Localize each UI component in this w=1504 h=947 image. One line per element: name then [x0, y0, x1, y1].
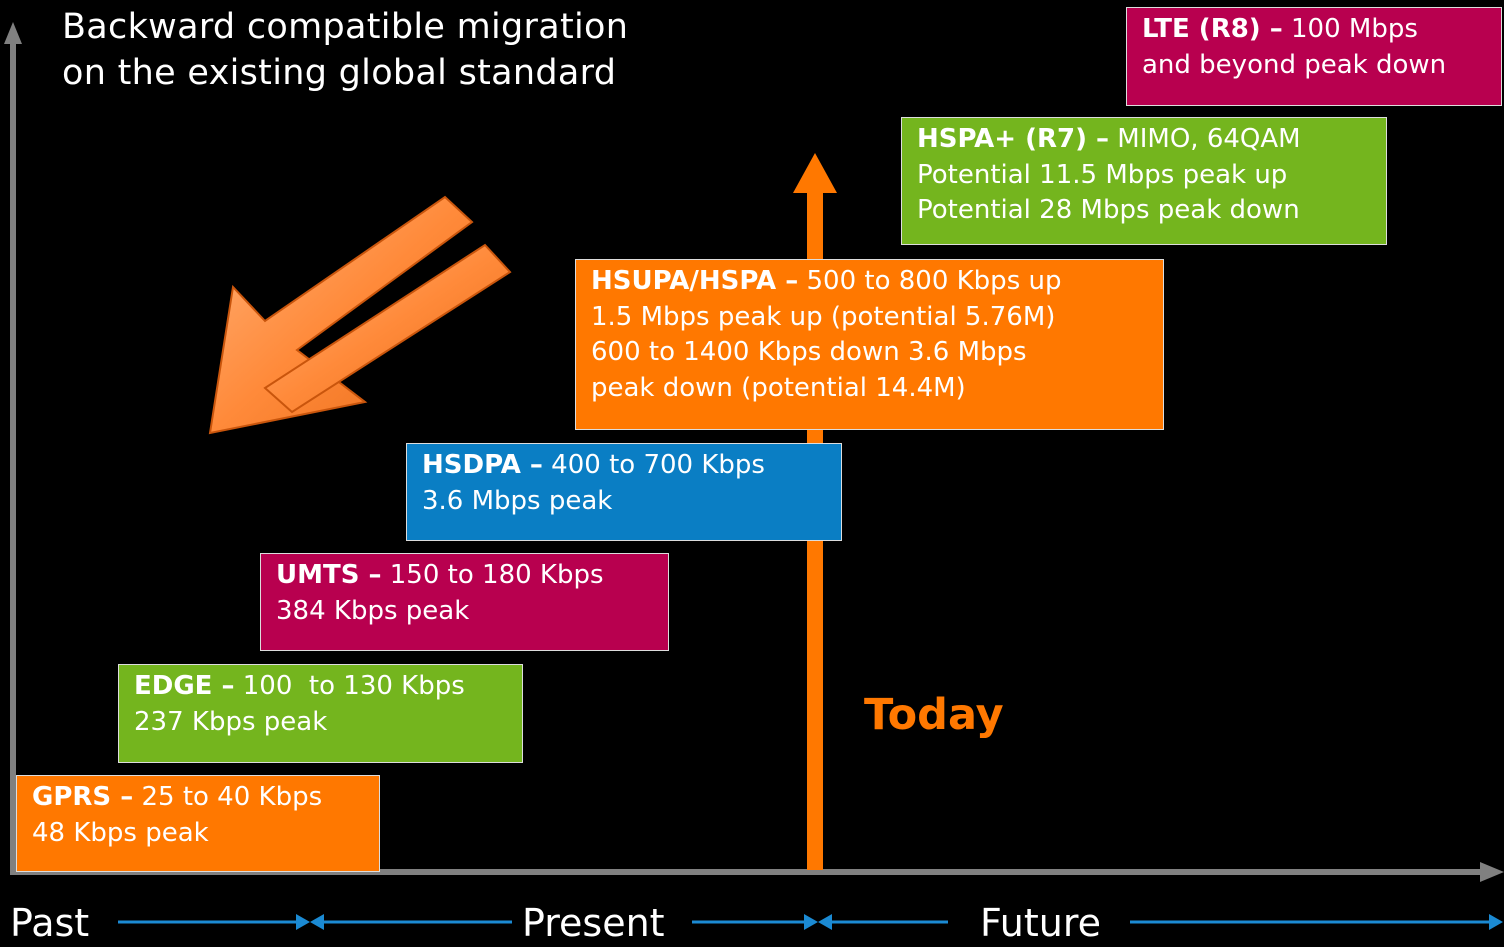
tech-desc: 400 to 700 Kbps [542, 450, 765, 480]
tech-detail: 3.6 Mbps peak [422, 485, 613, 516]
tech-detail: 384 Kbps peak [276, 595, 470, 626]
migration-arrow-icon [208, 195, 474, 435]
timeline-future-arrow-right [1489, 914, 1503, 930]
tech-name: HSPA+ (R7) – [917, 124, 1110, 154]
tech-box-hsdpa: HSDPA – 400 to 700 Kbps 3.6 Mbps peak [406, 443, 842, 541]
tech-name: HSUPA/HSPA – [591, 266, 799, 296]
diagram-heading: Backward compatible migration on the exi… [62, 4, 628, 96]
tech-detail: and beyond peak down [1142, 49, 1447, 80]
x-axis-arrowhead [1480, 862, 1504, 882]
tech-detail: peak down (potential 14.4M) [591, 372, 966, 403]
tech-box-umts: UMTS – 150 to 180 Kbps 384 Kbps peak [260, 553, 669, 651]
tech-detail: 237 Kbps peak [134, 706, 328, 737]
tech-box-hsupa-hspa: HSUPA/HSPA – 500 to 800 Kbps up 1.5 Mbps… [575, 259, 1164, 430]
tech-detail: 48 Kbps peak [32, 817, 209, 848]
timeline-present-arrow-right [804, 914, 818, 930]
timeline-future-arrow-left [818, 914, 832, 930]
tech-desc: 100 to 130 Kbps [234, 671, 465, 701]
today-arrowhead [793, 153, 837, 193]
timeline-future-label: Future [980, 901, 1102, 945]
tech-detail: 600 to 1400 Kbps down 3.6 Mbps [591, 337, 1027, 367]
tech-name: UMTS – [276, 560, 382, 590]
tech-box-edge: EDGE – 100 to 130 Kbps 237 Kbps peak [118, 664, 523, 763]
tech-name: GPRS – [32, 782, 134, 812]
tech-box-gprs: GPRS – 25 to 40 Kbps 48 Kbps peak [16, 775, 380, 872]
today-label: Today [864, 690, 1004, 740]
tech-desc: 500 to 800 Kbps up [798, 266, 1062, 296]
timeline-past-label: Past [10, 901, 90, 945]
timeline-past-arrow-right [296, 914, 310, 930]
tech-box-lte: LTE (R8) – 100 Mbps and beyond peak down [1126, 7, 1502, 106]
tech-name: EDGE – [134, 671, 235, 701]
tech-detail: Potential 28 Mbps peak down [917, 195, 1300, 225]
tech-detail: Potential 11.5 Mbps peak up [917, 159, 1288, 190]
tech-desc: 150 to 180 Kbps [381, 560, 604, 590]
migration-arrow-stripe-icon [263, 243, 512, 414]
y-axis-arrowhead [4, 22, 22, 44]
timeline-present-arrow-left [310, 914, 324, 930]
tech-name: HSDPA – [422, 450, 543, 480]
tech-desc: MIMO, 64QAM [1109, 124, 1301, 154]
timeline-present-label: Present [522, 901, 665, 945]
tech-desc: 100 Mbps [1282, 14, 1418, 44]
tech-box-hspa-plus: HSPA+ (R7) – MIMO, 64QAM Potential 11.5 … [901, 117, 1387, 245]
tech-desc: 25 to 40 Kbps [133, 782, 323, 812]
tech-detail: 1.5 Mbps peak up (potential 5.76M) [591, 301, 1056, 332]
heading-line-1: Backward compatible migration [62, 7, 629, 47]
tech-name: LTE (R8) – [1142, 14, 1283, 44]
heading-line-2: on the existing global standard [62, 53, 617, 93]
